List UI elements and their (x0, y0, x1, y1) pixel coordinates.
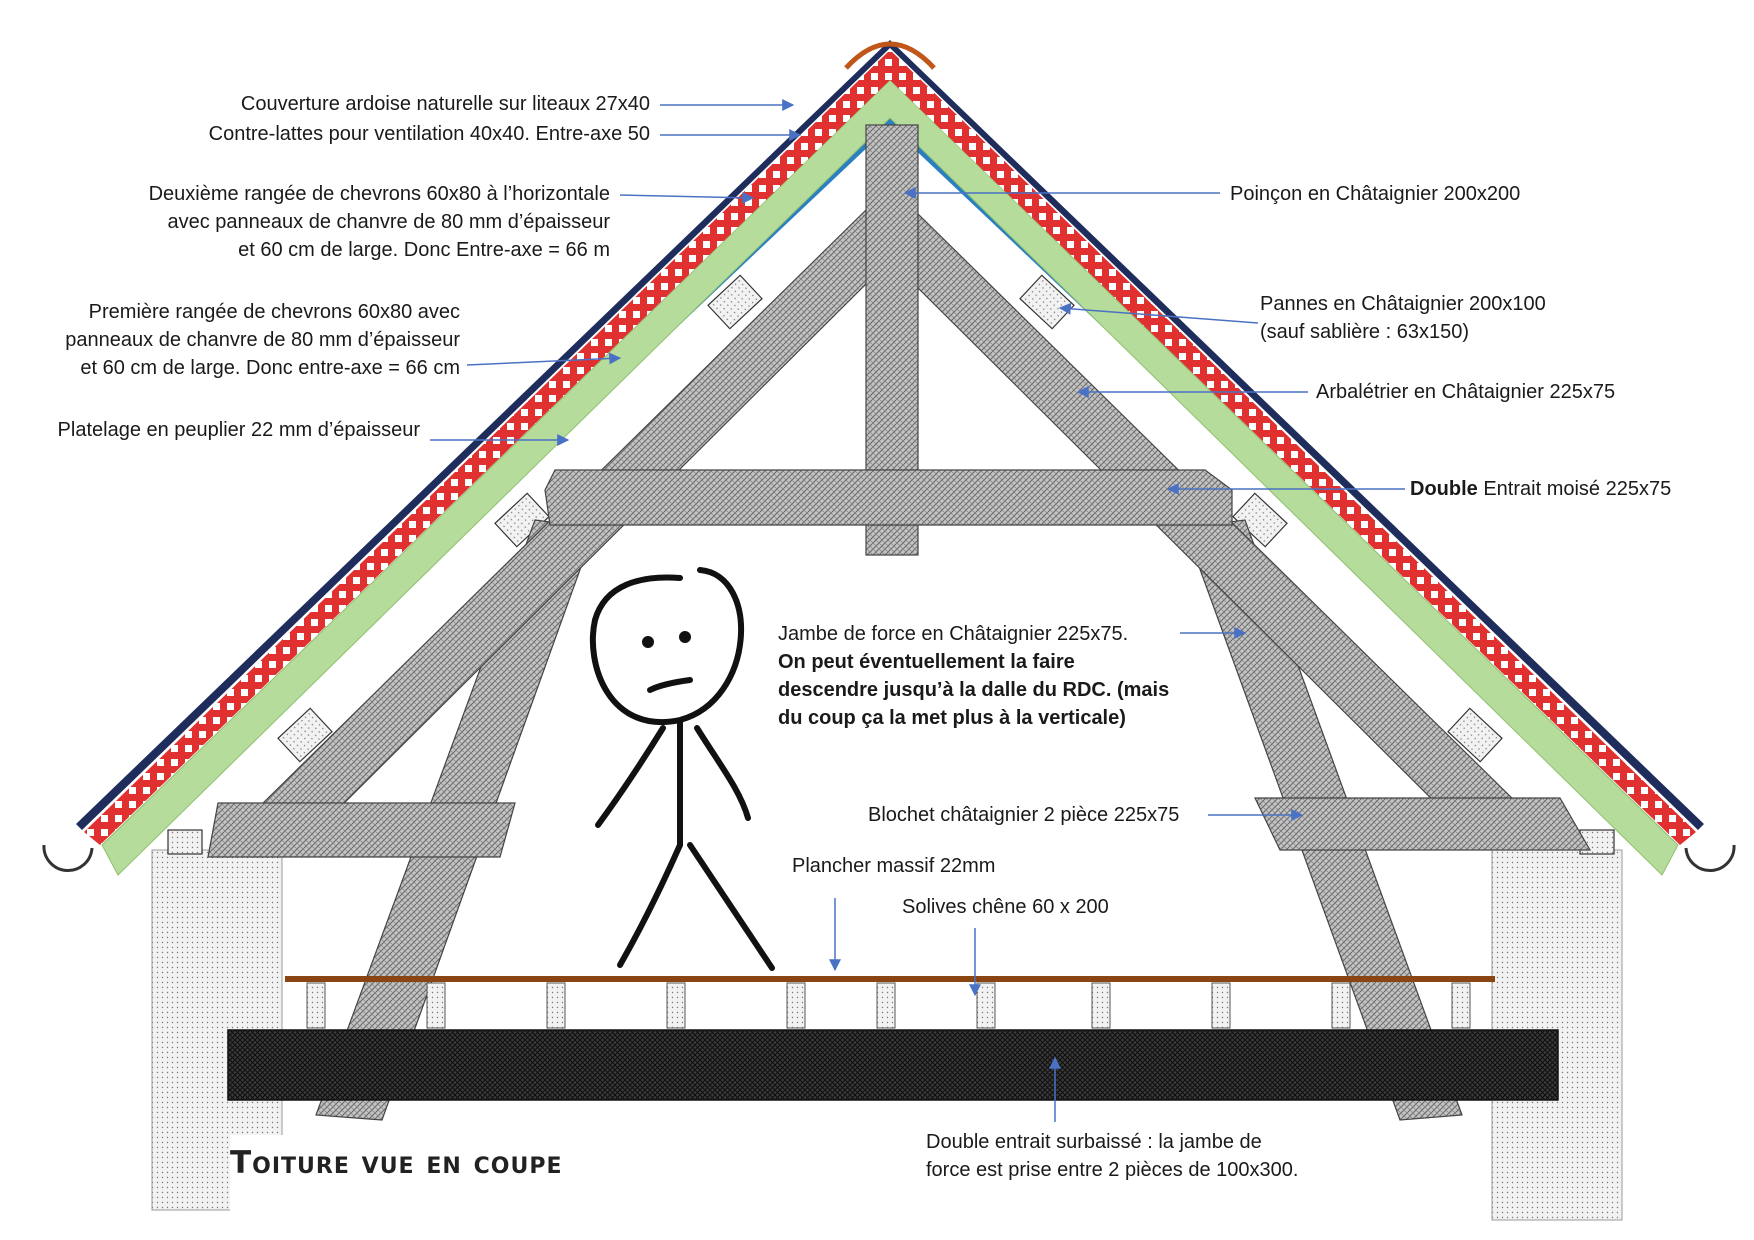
low-tie-beam (227, 1029, 1559, 1101)
label-entrait-moise: Double Entrait moisé 225x75 (1410, 478, 1672, 500)
label-pannes: Pannes en Châtaignier 200x100 (sauf sabl… (1260, 293, 1546, 343)
label-deuxieme-rangee: Deuxième rangée de chevrons 60x80 à l’ho… (148, 183, 610, 261)
joists (306, 982, 1471, 1029)
stick-figure (589, 567, 775, 971)
left-gutter (42, 844, 94, 873)
diagram-title: Toiture vue en coupe (230, 1135, 690, 1233)
label-jambe-de-force: Jambe de force en Châtaignier 225x75. On… (778, 623, 1170, 729)
ridge-cap (844, 41, 936, 70)
label-entrait-surbaisse: Double entrait surbaissé : la jambe de f… (926, 1131, 1299, 1181)
label-poincon: Poinçon en Châtaignier 200x200 (1230, 183, 1521, 205)
label-contre-lattes: Contre-lattes pour ventilation 40x40. En… (208, 123, 650, 145)
label-premiere-rangee: Première rangée de chevrons 60x80 avec p… (65, 301, 460, 379)
leader-arrows (430, 99, 1405, 1122)
label-blochet: Blochet châtaignier 2 pièce 225x75 (868, 804, 1180, 826)
label-platelage: Platelage en peuplier 22 mm d’épaisseur (57, 419, 420, 441)
right-gutter (1684, 844, 1736, 873)
label-couverture: Couverture ardoise naturelle sur liteaux… (240, 93, 650, 115)
left-blochet (207, 802, 516, 858)
label-solives: Solives chêne 60 x 200 (902, 896, 1109, 918)
label-arbaletrier: Arbalétrier en Châtaignier 225x75 (1316, 381, 1616, 403)
label-plancher: Plancher massif 22mm (792, 855, 996, 877)
collar-tie (544, 469, 1233, 526)
floor-board (285, 976, 1495, 982)
right-blochet (1254, 797, 1592, 851)
